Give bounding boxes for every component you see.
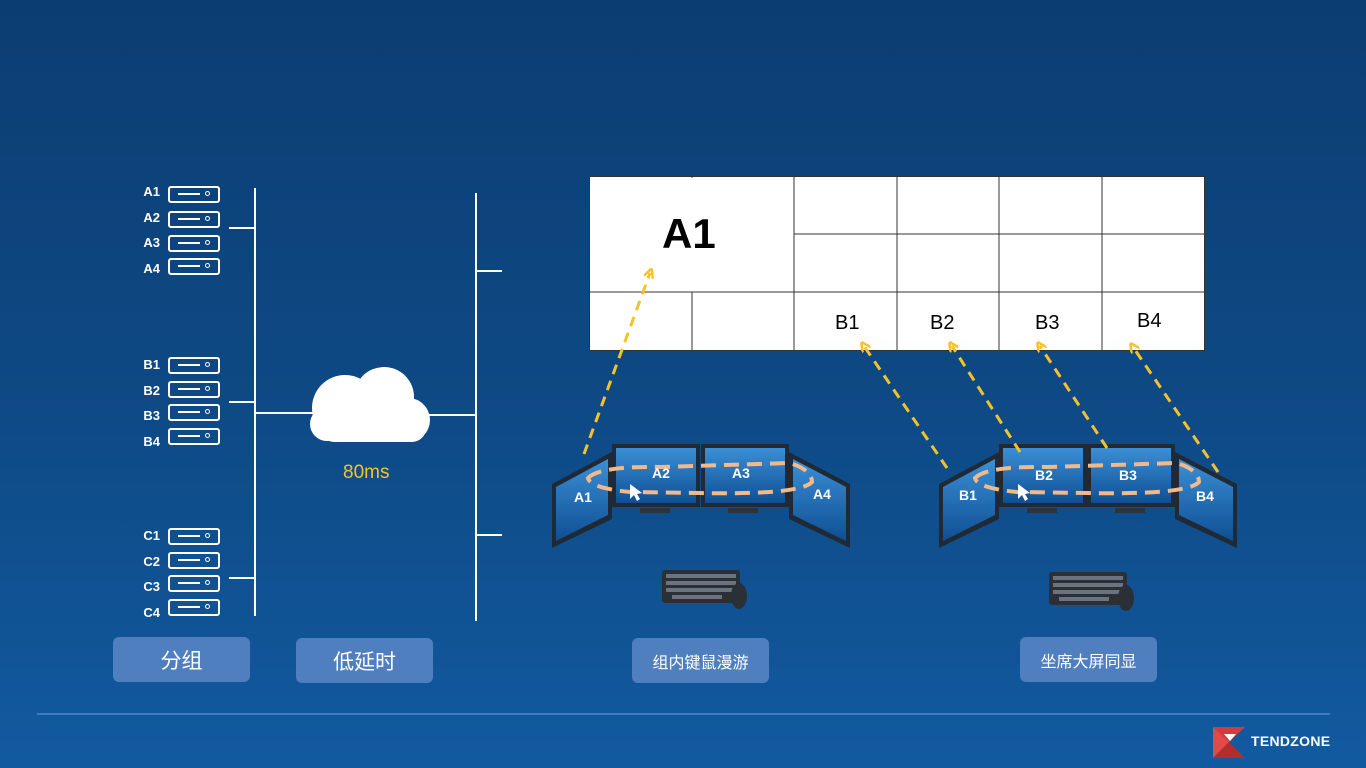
cursor-icon (1018, 484, 1030, 501)
latency-label: 80ms (343, 462, 390, 483)
server-icon (168, 404, 220, 421)
group-bus-line (254, 188, 256, 616)
monitor-label: B3 (1119, 467, 1137, 483)
wall-cell-label: B1 (835, 312, 860, 334)
footer-divider (37, 713, 1330, 715)
projection-arrow (864, 346, 949, 469)
monitor-label: B1 (959, 487, 977, 503)
server-label: C3 (143, 579, 160, 594)
brand-name: TENDZONE (1251, 733, 1331, 749)
server-label: B3 (143, 408, 160, 423)
server-icon (168, 599, 220, 616)
connector-line (476, 534, 502, 536)
server-label: A1 (143, 184, 160, 199)
seat-a-monitors: A1 A2 A3 A4 (552, 444, 850, 548)
server-label: B1 (143, 357, 160, 372)
monitor-label: A1 (574, 489, 592, 505)
server-icon (168, 528, 220, 545)
monitor-label: A3 (732, 465, 750, 481)
projection-arrow (1133, 347, 1220, 473)
projection-arrow (1040, 346, 1109, 449)
server-label: C4 (143, 605, 160, 620)
wall-cell-label: B4 (1137, 310, 1162, 332)
wall-cell-label: B2 (930, 312, 955, 334)
cloud-link-line (420, 414, 476, 416)
wall-cell-label: B3 (1035, 312, 1060, 334)
tendzone-logo-icon (1213, 727, 1245, 758)
projection-arrow (582, 273, 650, 455)
output-bus-line (475, 193, 477, 621)
server-icon (168, 357, 220, 374)
server-label: A4 (143, 261, 160, 276)
group-button[interactable]: 分组 (113, 637, 250, 682)
kvm-roaming-button[interactable]: 组内键鼠漫游 (632, 638, 769, 683)
server-icon (168, 186, 220, 203)
connector-line (476, 270, 502, 272)
server-label: B2 (143, 383, 160, 398)
low-latency-button[interactable]: 低延时 (296, 638, 433, 683)
projection-arrow (952, 346, 1022, 453)
keyboard-mouse-icon (1049, 572, 1134, 611)
server-label: A2 (143, 210, 160, 225)
seat-b-monitors: B1 B2 B3 B4 (939, 444, 1237, 548)
seat-sync-button[interactable]: 坐席大屏同显 (1020, 637, 1157, 682)
connector-line (229, 401, 255, 403)
server-icon (168, 428, 220, 445)
cloud-icon (310, 367, 430, 442)
server-icon (168, 235, 220, 252)
cursor-icon (630, 484, 642, 501)
monitor-label: B4 (1196, 488, 1214, 504)
server-label: B4 (143, 434, 160, 449)
server-icon (168, 381, 220, 398)
wall-main-label: A1 (662, 210, 716, 257)
server-icon (168, 552, 220, 569)
server-icon (168, 258, 220, 275)
monitor-label: A4 (813, 486, 831, 502)
server-label: C2 (143, 554, 160, 569)
server-label: A3 (143, 235, 160, 250)
monitor-label: A2 (652, 465, 670, 481)
monitor-label: B2 (1035, 467, 1053, 483)
connector-line (229, 227, 255, 229)
cloud-link-line (256, 412, 316, 414)
connector-line (229, 577, 255, 579)
server-icon (168, 211, 220, 228)
server-icon (168, 575, 220, 592)
server-label: C1 (143, 528, 160, 543)
keyboard-mouse-icon (662, 570, 747, 609)
